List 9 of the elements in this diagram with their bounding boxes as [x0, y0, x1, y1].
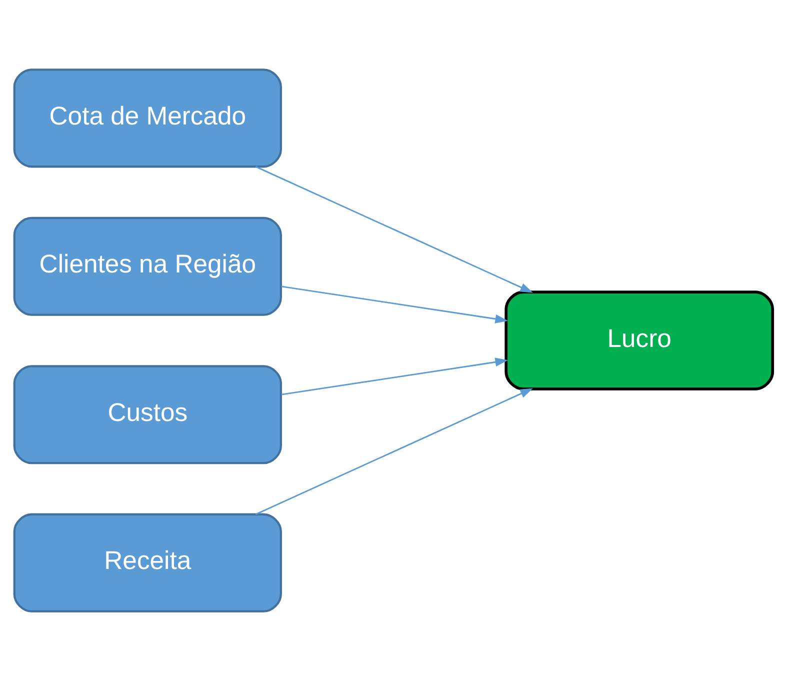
node-box: Cota de Mercado [13, 68, 282, 168]
node-box: Receita [13, 512, 282, 612]
node-box: Clientes na Região [13, 216, 282, 316]
node-box: Custos [13, 364, 282, 464]
arrow [255, 388, 534, 514]
arrow [255, 166, 534, 292]
arrow [281, 357, 508, 395]
node-box: Lucro [504, 290, 774, 390]
arrow [281, 285, 508, 323]
